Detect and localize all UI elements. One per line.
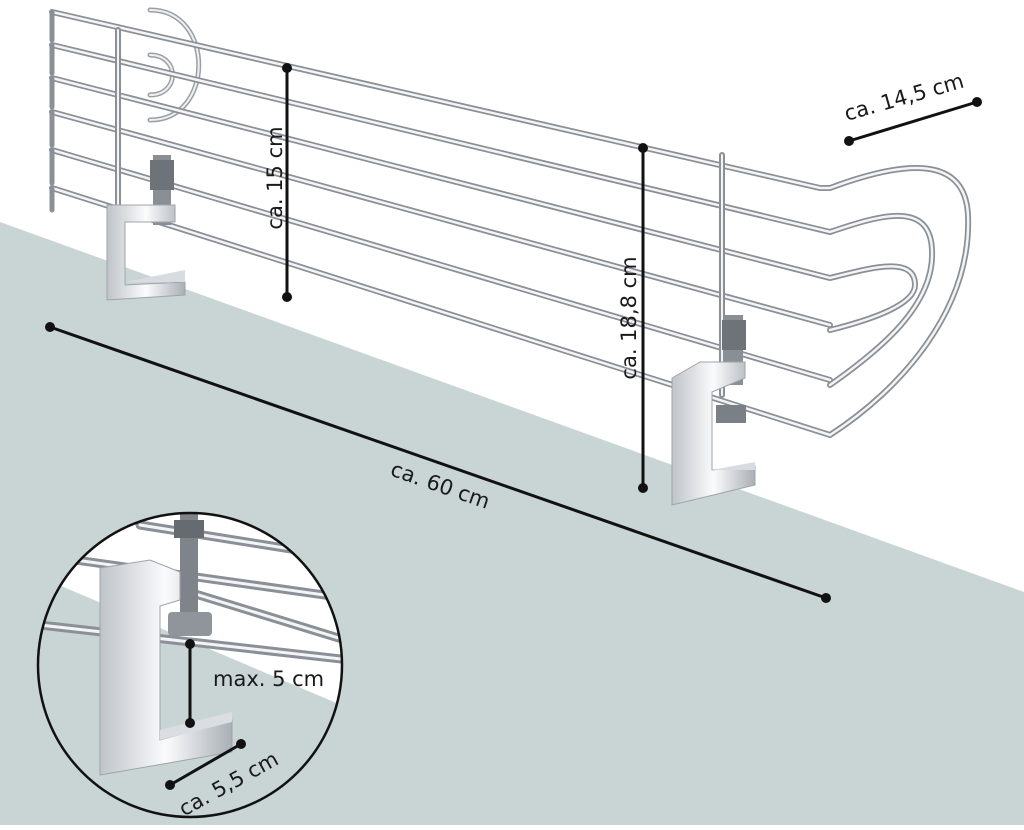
dimension-height-front: ca. 15 cm xyxy=(263,63,292,302)
dimension-depth: ca. 14,5 cm xyxy=(842,69,982,146)
dimension-label-depth: ca. 14,5 cm xyxy=(842,69,967,126)
dimension-label-height-front: ca. 15 cm xyxy=(263,126,287,229)
right-clamp xyxy=(671,315,756,506)
clamp-detail-inset: max. 5 cm ca. 5,5 cm xyxy=(36,511,344,821)
dimension-height-back: ca. 18,8 cm xyxy=(617,143,648,493)
detail-label-clamp-range: max. 5 cm xyxy=(213,667,324,691)
left-clamp xyxy=(106,155,186,301)
dimension-label-height-back: ca. 18,8 cm xyxy=(617,256,641,379)
